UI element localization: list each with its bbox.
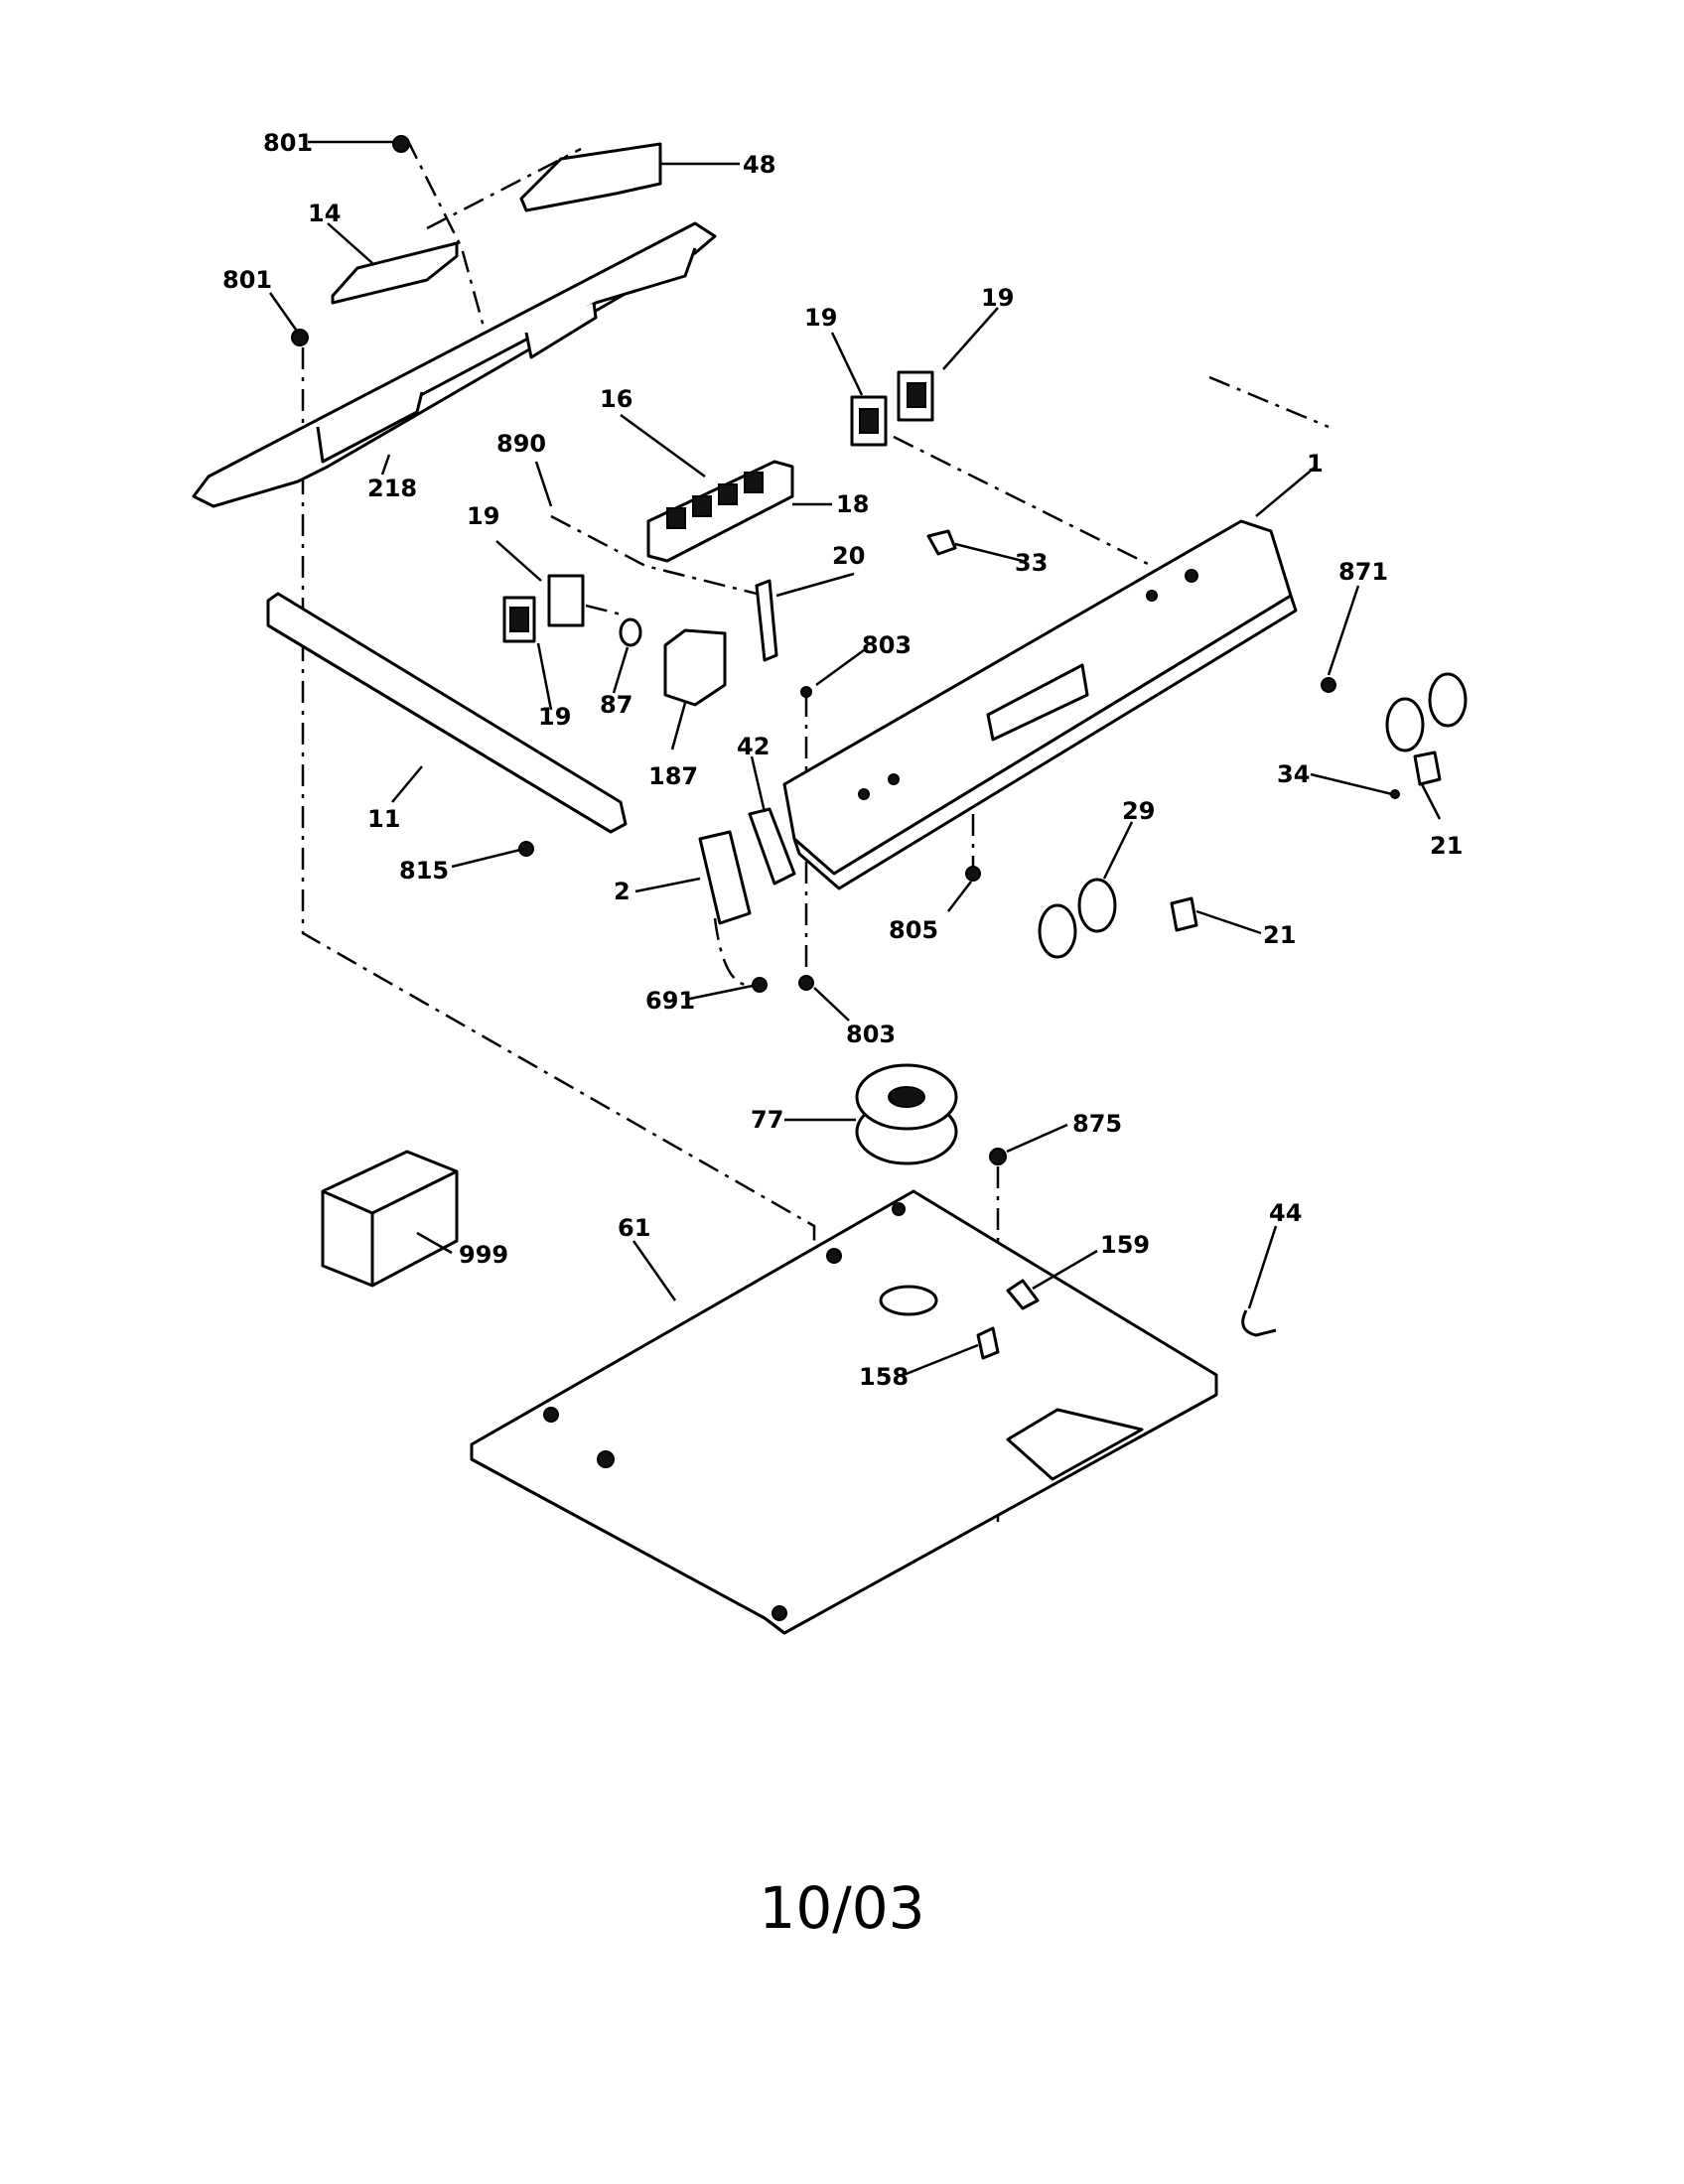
screw-875-icon [989,1148,1007,1165]
label-77: 77 [751,1106,783,1134]
bracket-2 [698,830,752,925]
label-33: 33 [1015,549,1048,577]
label-218: 218 [367,475,417,502]
label-19: 19 [467,502,499,530]
label-691: 691 [645,987,695,1015]
label-19: 19 [804,304,837,332]
label-42: 42 [737,733,770,760]
label-48: 48 [743,151,775,179]
label-14: 14 [308,200,341,227]
label-803: 803 [862,631,912,659]
label-871: 871 [1338,558,1388,586]
part-87-icon [619,617,642,647]
label-34: 34 [1277,760,1310,788]
label-21: 21 [1263,921,1296,949]
bracket-42 [748,807,796,886]
control-board-16 [646,460,794,563]
box-999-icon [321,1150,459,1288]
leader-lines [268,140,1442,1377]
label-19: 19 [981,284,1014,312]
switch-19-icon [502,370,934,643]
label-44: 44 [1269,1199,1302,1227]
label-999: 999 [459,1241,508,1269]
label-21: 21 [1430,832,1463,860]
screw-801-icon [291,135,410,346]
label-19: 19 [538,703,571,731]
hook-44-icon [1241,1309,1277,1337]
revision-date: 10/03 [759,1874,925,1942]
control-panel-1 [782,519,1298,890]
label-87: 87 [600,691,632,719]
knob-21-icon [1170,751,1442,932]
callout-labels: 801 48 14 801 19 19 16 890 218 18 1 19 2… [222,129,1463,1391]
label-187: 187 [648,762,698,790]
bracket-48 [519,142,662,212]
label-801: 801 [263,129,313,157]
top-trim-218 [192,221,717,508]
label-16: 16 [600,385,632,413]
bracket-14 [331,241,459,305]
label-875: 875 [1072,1110,1122,1138]
trim-strip-11 [266,592,628,834]
label-18: 18 [836,490,869,518]
label-890: 890 [496,430,546,458]
label-158: 158 [859,1363,909,1391]
clip-158-icon [976,1326,1000,1360]
clip-159-icon [1006,1279,1040,1310]
label-159: 159 [1100,1231,1150,1259]
element-coil-77-icon [855,1063,958,1165]
label-11: 11 [367,805,400,833]
label-1: 1 [1307,450,1324,478]
knob-29-icon [1038,672,1468,959]
label-803: 803 [846,1021,896,1048]
label-29: 29 [1122,797,1155,825]
relay-187-icon [663,628,727,707]
label-801: 801 [222,266,272,294]
screw-icon [518,677,1400,993]
label-805: 805 [889,916,938,944]
label-2: 2 [614,878,631,905]
clip-33-icon [926,529,957,556]
label-20: 20 [832,542,865,570]
bracket-20 [755,579,778,662]
label-61: 61 [618,1214,650,1242]
label-815: 815 [399,857,449,885]
